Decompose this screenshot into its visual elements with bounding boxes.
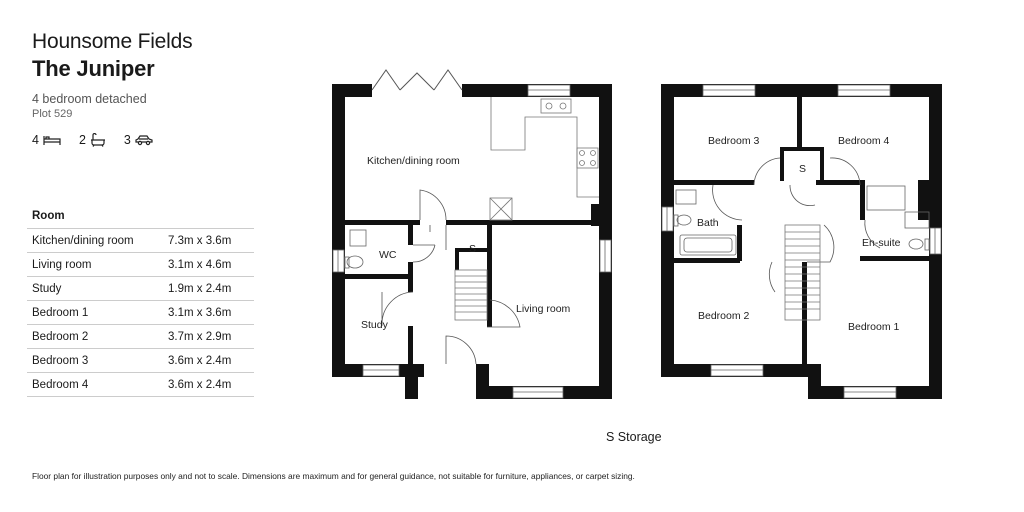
table-row: Kitchen/dining room 7.3m x 3.6m [27, 229, 254, 253]
table-header: Room [27, 206, 254, 229]
room-size: 3.7m x 2.9m [168, 330, 232, 343]
table-row: Bedroom 1 3.1m x 3.6m [27, 301, 254, 325]
room-size: 1.9m x 2.4m [168, 282, 232, 295]
first-floor-plan: Bedroom 3 Bedroom 4 S Bath En-suite Bedr… [661, 84, 942, 399]
room-name: Study [32, 282, 62, 295]
table-row: Bedroom 3 3.6m x 2.4m [27, 349, 254, 373]
room-name: Bedroom 3 [32, 354, 89, 367]
first-floor-stairs [784, 224, 821, 321]
bedroom2-label: Bedroom 2 [698, 310, 750, 322]
first-storage-label: S [799, 163, 806, 175]
bedroom4-label: Bedroom 4 [838, 135, 890, 147]
ground-stairs [454, 269, 488, 321]
ensuite-label: En-suite [862, 237, 901, 249]
table-row: Bedroom 2 3.7m x 2.9m [27, 325, 254, 349]
room-name: Bedroom 4 [32, 378, 89, 391]
kitchen-label: Kitchen/dining room [367, 155, 460, 167]
living-room-label: Living room [516, 303, 571, 315]
ground-storage-label: S [469, 243, 476, 255]
room-name: Living room [32, 258, 92, 271]
room-name: Kitchen/dining room [32, 234, 134, 247]
ground-floor-plan: Kitchen/dining room WC S Study Living ro… [332, 69, 612, 399]
disclaimer: Floor plan for illustration purposes onl… [32, 471, 635, 481]
kitchen-units [489, 97, 599, 221]
bedroom3-label: Bedroom 3 [708, 135, 760, 147]
storage-legend: S Storage [606, 430, 662, 444]
room-size: 3.1m x 3.6m [168, 306, 232, 319]
room-size: 3.6m x 2.4m [168, 354, 232, 367]
bed-icon [43, 134, 61, 146]
study-label: Study [361, 319, 389, 331]
car-icon [135, 134, 153, 146]
plot-number: Plot 529 [32, 108, 73, 120]
room-dimensions-table: Room Kitchen/dining room 7.3m x 3.6m Livi… [27, 206, 254, 397]
bedroom-count: 4 [32, 133, 39, 147]
bathroom-count: 2 [78, 133, 86, 147]
table-row: Study 1.9m x 2.4m [27, 277, 254, 301]
room-size: 3.1m x 4.6m [168, 258, 232, 271]
bath-label: Bath [697, 217, 719, 229]
ground-floor-walls [332, 84, 612, 399]
bath-icon [90, 133, 106, 147]
feature-summary: 4 2 3 [32, 133, 153, 147]
bedroom1-label: Bedroom 1 [848, 321, 900, 333]
house-name: The Juniper [32, 56, 155, 81]
house-type: 4 bedroom detached [32, 92, 147, 106]
wc-label: WC [379, 249, 397, 261]
parking-count: 3 [123, 133, 131, 147]
room-name: Bedroom 1 [32, 306, 89, 319]
room-size: 3.6m x 2.4m [168, 378, 232, 391]
table-row: Bedroom 4 3.6m x 2.4m [27, 373, 254, 397]
development-name: Hounsome Fields [32, 30, 193, 53]
room-name: Bedroom 2 [32, 330, 89, 343]
room-size: 7.3m x 3.6m [168, 234, 232, 247]
table-row: Living room 3.1m x 4.6m [27, 253, 254, 277]
